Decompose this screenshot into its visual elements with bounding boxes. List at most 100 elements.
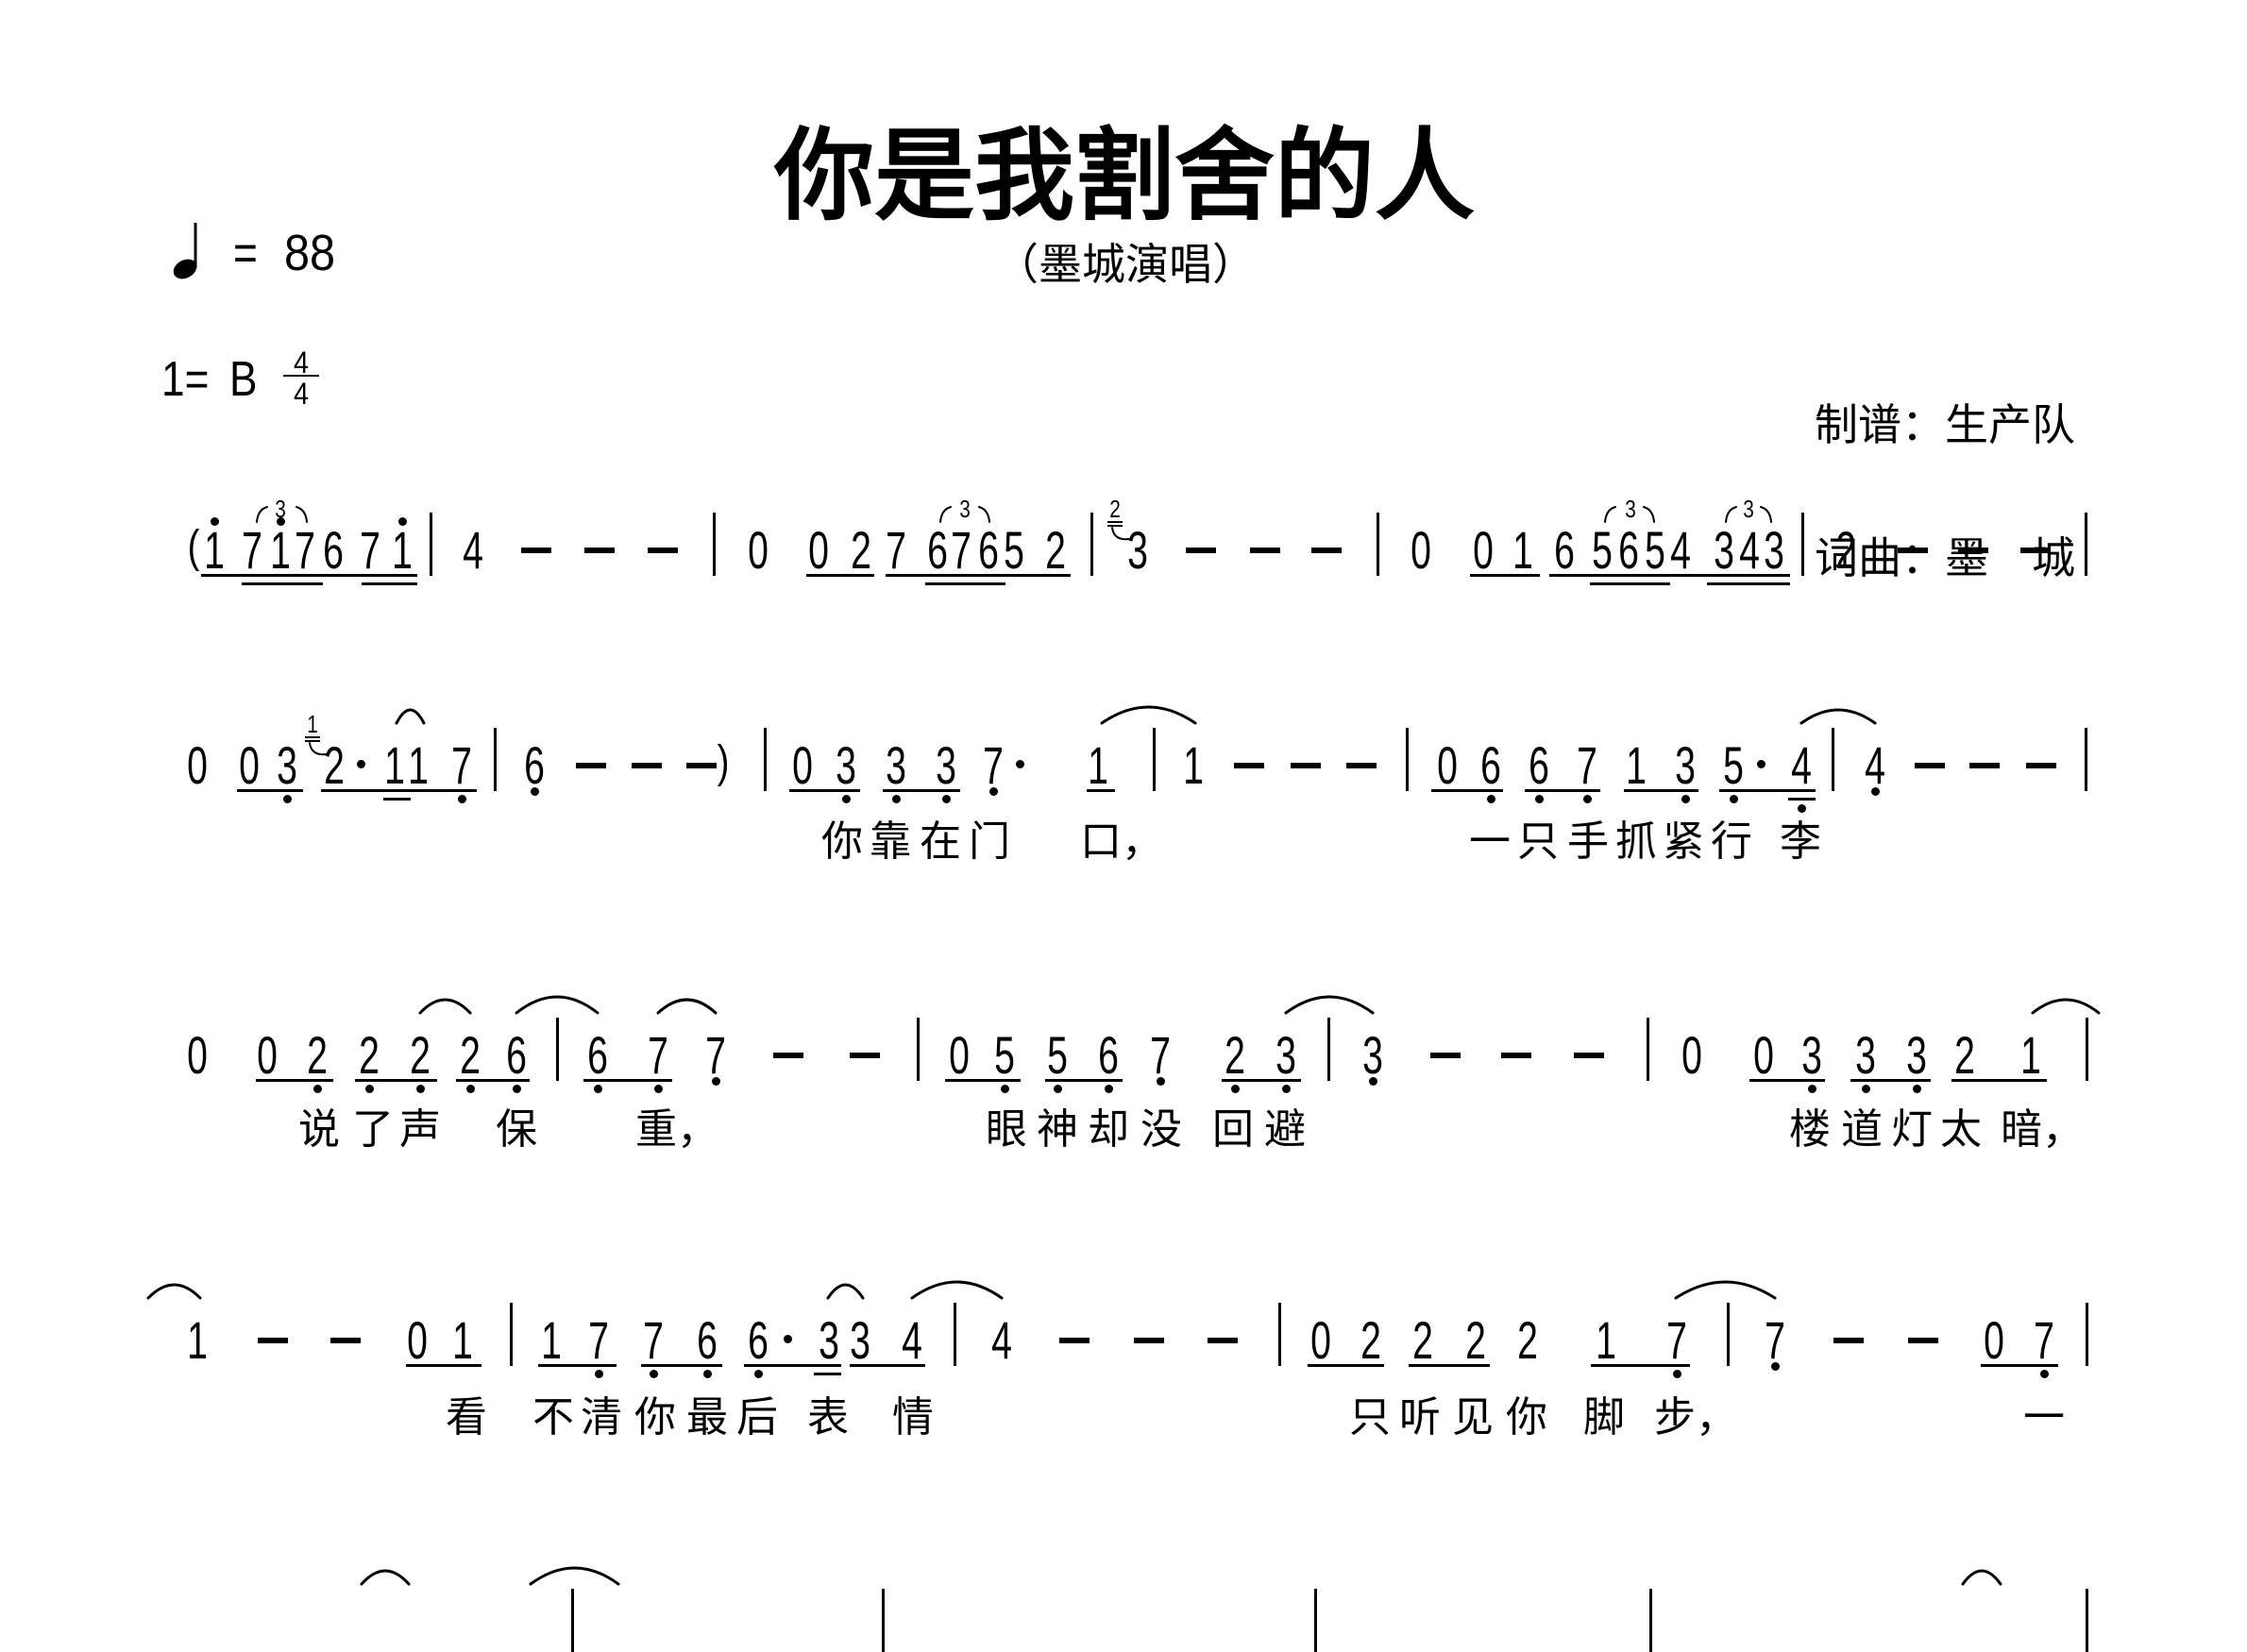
low-octave-dot xyxy=(1582,794,1592,803)
tempo-bpm: 88 xyxy=(284,225,336,281)
barline xyxy=(763,728,767,791)
triplet-number: 3 xyxy=(959,495,971,523)
low-octave-dot xyxy=(364,1084,374,1093)
note: 3 xyxy=(1714,520,1734,580)
note: 1 xyxy=(408,735,429,795)
triplet-bracket xyxy=(978,506,990,523)
rhythm-underline xyxy=(383,798,411,801)
lyric-char: 紧 xyxy=(1663,818,1704,866)
note: 0 xyxy=(792,735,813,795)
note: 2 xyxy=(1045,520,1066,580)
dash-extension xyxy=(330,1338,361,1343)
note: 7 xyxy=(643,1310,664,1370)
dash-extension xyxy=(1059,1338,1090,1343)
lyric-char: 暗， xyxy=(2001,1105,2084,1154)
rhythm-underline xyxy=(1222,1079,1301,1082)
lyric-char: 抓 xyxy=(1615,818,1657,866)
dash-extension xyxy=(258,1338,288,1343)
note: 1 xyxy=(384,735,405,795)
barline xyxy=(916,1018,920,1081)
low-octave-dot xyxy=(649,1369,658,1378)
lyric-char: 却 xyxy=(1088,1105,1129,1154)
low-octave-dot xyxy=(1000,1084,1009,1093)
note: 6 xyxy=(506,1025,527,1085)
time-signature-bottom: 4 xyxy=(293,377,310,411)
dash-extension xyxy=(773,1053,803,1058)
augmentation-dot xyxy=(356,760,365,768)
rhythm-underline xyxy=(1951,1079,2047,1082)
barline xyxy=(555,1018,559,1081)
note: 3 xyxy=(1362,1025,1383,1085)
barline xyxy=(1376,513,1379,576)
note: 1 xyxy=(2020,1025,2041,1085)
low-octave-dot xyxy=(282,794,292,803)
quarter-note-icon xyxy=(166,219,204,285)
dash-extension xyxy=(1186,548,1216,553)
lyric-char: 靠 xyxy=(870,818,911,866)
low-octave-dot xyxy=(1807,1084,1816,1093)
note: 1 xyxy=(1626,735,1647,795)
dash-extension xyxy=(1311,548,1342,553)
note: 1 xyxy=(1512,520,1533,580)
high-octave-dot xyxy=(210,517,219,526)
barline xyxy=(509,1303,513,1366)
rhythm-underline xyxy=(1045,1079,1123,1082)
rhythm-underline xyxy=(1981,1364,2058,1367)
song-title: 你是我割舍的人 xyxy=(774,118,1475,234)
lyric-char: 口， xyxy=(1080,818,1163,866)
lyric-char: 后 xyxy=(736,1393,778,1441)
low-octave-dot xyxy=(1053,1084,1062,1093)
low-octave-dot xyxy=(941,794,951,803)
note: 0 xyxy=(187,735,208,795)
slur-tie xyxy=(395,708,426,725)
rhythm-underline xyxy=(256,1079,333,1082)
grace-underline xyxy=(1107,525,1123,527)
lyric-char: 情 xyxy=(892,1393,934,1441)
barline xyxy=(1277,1303,1281,1366)
note: 4 xyxy=(1865,735,1885,795)
slur-tie xyxy=(826,1283,865,1300)
note: 3 xyxy=(1127,520,1148,580)
lyric-char: 只 xyxy=(1517,818,1559,866)
note: 2 xyxy=(1360,1310,1381,1370)
note: 2 xyxy=(1412,1310,1433,1370)
note: 0 xyxy=(1310,1310,1331,1370)
note: 6 xyxy=(587,1025,608,1085)
note: 7 xyxy=(588,1310,609,1370)
note: 2 xyxy=(1225,1025,1245,1085)
barline xyxy=(881,1589,885,1652)
note: 1 xyxy=(1183,735,1204,795)
lyric-char: 手 xyxy=(1567,818,1609,866)
note: 2 xyxy=(1954,1025,1975,1085)
note: 5 xyxy=(1645,520,1665,580)
lyric-char: 步， xyxy=(1654,1393,1737,1441)
note: 3 xyxy=(936,735,956,795)
rhythm-underline xyxy=(201,574,417,577)
barline xyxy=(1090,513,1093,576)
note: 1 xyxy=(541,1310,562,1370)
barline xyxy=(1152,728,1156,791)
lyric-char: 楼 xyxy=(1789,1105,1831,1154)
slur-tie xyxy=(529,1566,620,1586)
note: 4 xyxy=(1739,520,1760,580)
low-octave-dot xyxy=(753,1369,763,1378)
lyric-char: 表 xyxy=(807,1393,849,1441)
lyric-char: 见 xyxy=(1452,1393,1494,1441)
note: 0 xyxy=(1437,735,1458,795)
performer-subtitle: （墨城演唱） xyxy=(995,239,1256,290)
lyric-char: 清 xyxy=(581,1393,622,1441)
note: 5 xyxy=(1004,520,1024,580)
note: 7 xyxy=(951,520,971,580)
dash-extension xyxy=(1908,1338,1938,1343)
rhythm-underline xyxy=(538,1364,617,1367)
lyric-char: 了 xyxy=(352,1105,394,1154)
low-octave-dot xyxy=(1861,1084,1870,1093)
barline xyxy=(1648,1589,1652,1652)
low-octave-dot xyxy=(313,1084,322,1093)
note: 7 xyxy=(1577,735,1597,795)
lyric-char: 说 xyxy=(298,1105,340,1154)
open-paren: ( xyxy=(187,522,200,572)
note: 3 xyxy=(819,1310,839,1370)
lyric-char: 最 xyxy=(686,1393,728,1441)
